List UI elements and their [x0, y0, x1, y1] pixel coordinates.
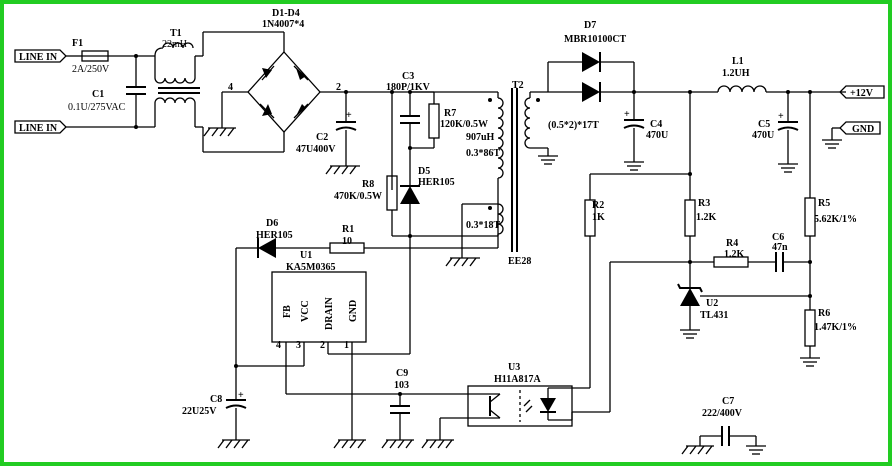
c6-value: 47n [772, 242, 788, 253]
r7-value: 120K/0.5W [440, 119, 488, 130]
f1-ref: F1 [72, 38, 83, 49]
u2-ref: U2 [706, 298, 718, 309]
t2-secondary-turns: (0.5*2)*17T [548, 120, 599, 131]
t2-core: EE28 [508, 256, 531, 267]
line-in-1-label: LINE IN [19, 52, 58, 63]
u1-ref: U1 [300, 250, 312, 261]
c7-value: 222/400V [702, 408, 743, 419]
out-gnd-port: GND [822, 121, 881, 149]
c9-ref: C9 [396, 368, 408, 379]
c4-ref: C4 [650, 119, 662, 130]
svg-text:+: + [778, 111, 784, 122]
d7-diode-a [582, 52, 600, 72]
d5-value: HER105 [418, 177, 455, 188]
u1-pin-num-1: 1 [344, 340, 349, 351]
d5-ref: D5 [418, 166, 430, 177]
r6-value: 1.47K/1% [814, 322, 857, 333]
shunt-regulator-u2 [680, 288, 700, 306]
t1-ref: T1 [170, 28, 182, 39]
u1-value: KA5M0365 [286, 262, 335, 273]
r4-value: 1.2K [724, 249, 745, 260]
c3-value: 180P/1KV [386, 82, 431, 93]
r8-value: 470K/0.5W [334, 191, 382, 202]
svg-text:+: + [238, 390, 244, 401]
r2-value: 1K [592, 212, 605, 223]
u1-pin-gnd: GND [348, 300, 359, 322]
u2-value: TL431 [700, 310, 728, 321]
r5-ref: R5 [818, 198, 830, 209]
d6-value: HER105 [256, 230, 293, 241]
r6-ref: R6 [818, 308, 830, 319]
choke-t1 [154, 42, 200, 127]
r1-value: 10 [342, 236, 352, 247]
u1-pin-num-4: 4 [276, 340, 281, 351]
u1-pin-fb: FB [282, 305, 293, 318]
u1-pin-drain: DRAIN [324, 296, 335, 330]
r2-ref: R2 [592, 200, 604, 211]
r1-ref: R1 [342, 224, 354, 235]
r3-value: 1.2K [696, 212, 717, 223]
c2-ref: C2 [316, 132, 328, 143]
r5-value: 5.62K/1% [814, 214, 857, 225]
c3-ref: C3 [402, 71, 414, 82]
u3-value: H11A817A [494, 374, 541, 385]
d7-ref: D7 [584, 20, 596, 31]
t2-primary-turns: 0.3*86T [466, 148, 501, 159]
c6-ref: C6 [772, 232, 784, 243]
controller-u1 [271, 271, 367, 343]
line-in-2-label: LINE IN [19, 123, 58, 134]
c1-ref: C1 [92, 89, 104, 100]
out-12v-label: +12V [850, 88, 874, 99]
svg-text:+: + [346, 110, 352, 121]
c4-value: 470U [646, 130, 668, 141]
inductor-l1 [717, 85, 767, 93]
u1-pin-num-3: 3 [296, 340, 301, 351]
d1d4-ref: D1-D4 [272, 8, 300, 19]
c1-value: 0.1U/275VAC [68, 102, 126, 113]
r7-ref: R7 [444, 108, 456, 119]
c8-value: 22U25V [182, 406, 217, 417]
c5-value: 470U [752, 130, 774, 141]
l1-value: 1.2UH [722, 68, 750, 79]
u3-ref: U3 [508, 362, 520, 373]
bridge-rectifier-d1-d4 [247, 32, 321, 152]
r4-ref: R4 [726, 238, 738, 249]
out-gnd-label: GND [852, 124, 874, 135]
r3-ref: R3 [698, 198, 710, 209]
line-in-1-port: LINE IN [14, 49, 67, 63]
transformer-t2 [488, 88, 540, 252]
resistor-r7 [428, 103, 440, 139]
diode-d6 [258, 238, 276, 258]
f1-value: 2A/250V [72, 64, 110, 75]
out-12v-port: +12V [839, 85, 885, 99]
d7-diode-b [582, 82, 600, 102]
c7-ref: C7 [722, 396, 734, 407]
r8-ref: R8 [362, 179, 374, 190]
svg-text:+: + [624, 109, 630, 120]
c8-ref: C8 [210, 394, 222, 405]
line-in-2-port: LINE IN [14, 120, 67, 134]
t2-ref: T2 [512, 80, 524, 91]
t2-primary: 907uH [466, 132, 495, 143]
c2-value: 47U400V [296, 144, 336, 155]
resistor-r3 [684, 199, 696, 237]
node-4-label: 4 [228, 82, 233, 93]
u1-pin-vcc: VCC [300, 300, 311, 322]
node-2-label: 2 [336, 82, 341, 93]
u1-pin-num-2: 2 [320, 340, 325, 351]
t2-aux-turns: 0.3*18T [466, 220, 501, 231]
c5-ref: C5 [758, 119, 770, 130]
l1-ref: L1 [732, 56, 744, 67]
d6-ref: D6 [266, 218, 278, 229]
t1-value: 22mH [162, 39, 187, 50]
c9-value: 103 [394, 380, 409, 391]
d1d4-value: 1N4007*4 [262, 19, 304, 30]
d7-value: MBR10100CT [564, 34, 627, 45]
